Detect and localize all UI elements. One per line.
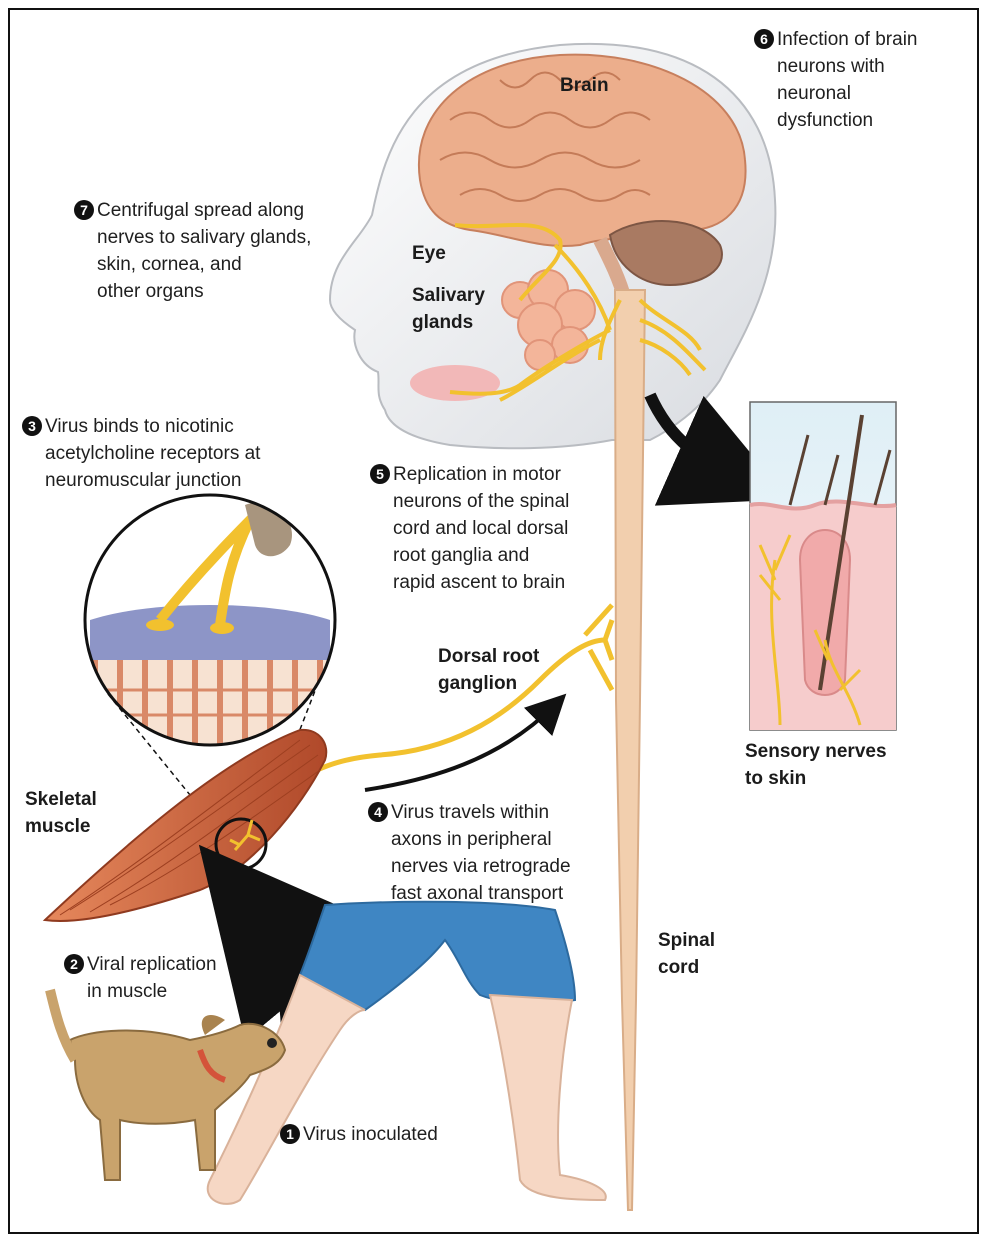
step-3-number: 3 [22,416,42,436]
label-skeletal-muscle: Skeletal muscle [25,786,97,840]
figure-frame [8,8,979,1234]
step-5: 5 Replication in motor neurons of the sp… [370,461,569,596]
step-7-text: Centrifugal spread along nerves to saliv… [97,197,311,305]
step-2-text: Viral replication in muscle [87,951,217,1005]
label-brain: Brain [560,72,609,99]
step-1-text: Virus inoculated [303,1121,438,1148]
step-1-number: 1 [280,1124,300,1144]
step-6: 6 Infection of brain neurons with neuron… [754,26,917,134]
step-2-number: 2 [64,954,84,974]
label-eye: Eye [412,240,446,267]
label-salivary-glands: Salivary glands [412,282,485,336]
step-6-text: Infection of brain neurons with neuronal… [777,26,917,134]
step-5-text: Replication in motor neurons of the spin… [393,461,569,596]
step-3-text: Virus binds to nicotinic acetylcholine r… [45,413,260,494]
label-sensory-nerves: Sensory nerves to skin [745,738,887,792]
label-dorsal-root-ganglion: Dorsal root ganglion [438,643,539,697]
step-4: 4 Virus travels within axons in peripher… [368,799,571,907]
step-4-text: Virus travels within axons in peripheral… [391,799,571,907]
step-7-number: 7 [74,200,94,220]
step-3: 3 Virus binds to nicotinic acetylcholine… [22,413,260,494]
step-5-number: 5 [370,464,390,484]
step-6-number: 6 [754,29,774,49]
step-1: 1 Virus inoculated [280,1121,438,1148]
step-2: 2 Viral replication in muscle [64,951,217,1005]
step-4-number: 4 [368,802,388,822]
step-7: 7 Centrifugal spread along nerves to sal… [74,197,311,305]
label-spinal-cord: Spinal cord [658,927,715,981]
